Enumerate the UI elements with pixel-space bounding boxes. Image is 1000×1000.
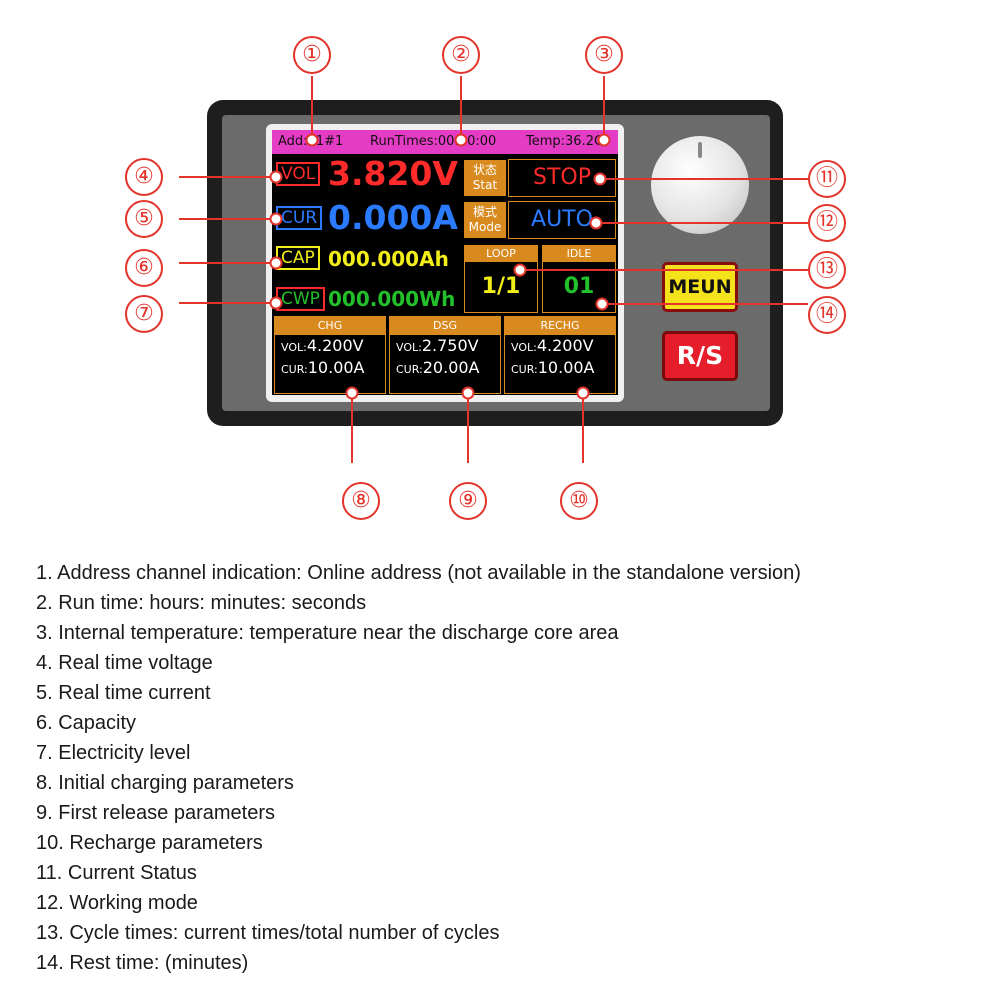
legend-item: 9. First release parameters xyxy=(36,802,275,824)
cwp-tag: CWP xyxy=(276,287,325,311)
legend-list: 1. Address channel indication: Online ad… xyxy=(36,558,801,978)
callout-12: ⑫ xyxy=(808,204,846,242)
callout-14: ⑭ xyxy=(808,296,846,334)
callout-2: ② xyxy=(442,36,480,74)
callout-7: ⑦ xyxy=(125,295,163,333)
loop-value: 1/1 xyxy=(481,274,521,299)
chg-label: CHG xyxy=(275,317,385,335)
loop-box: LOOP 1/1 xyxy=(464,245,538,313)
address-indicator: Add:01#1 xyxy=(278,134,344,149)
idle-box: IDLE 01 xyxy=(542,245,616,313)
dsg-current: 20.00A xyxy=(422,358,480,377)
vol-tag: VOL xyxy=(276,162,321,186)
legend-item: 6. Capacity xyxy=(36,712,137,734)
chg-params: CHG VOL:4.200V CUR:10.00A xyxy=(274,316,386,394)
status-value: STOP xyxy=(508,159,616,197)
chg-current: 10.00A xyxy=(307,358,365,377)
knob-marker xyxy=(698,142,702,158)
rechg-label: RECHG xyxy=(505,317,615,335)
rotary-knob[interactable] xyxy=(651,136,749,234)
realtime-voltage: 3.820V xyxy=(328,154,458,193)
legend-item: 13. Cycle times: current times/total num… xyxy=(36,922,500,944)
status-top-bar: Add:01#1 RunTimes:00:00:00 Temp:36.2C xyxy=(272,130,618,154)
legend-item: 3. Internal temperature: temperature nea… xyxy=(36,622,619,644)
temperature-indicator: Temp:36.2C xyxy=(526,134,604,149)
callout-3: ③ xyxy=(585,36,623,74)
loop-label: LOOP xyxy=(465,246,537,262)
rechg-current: 10.00A xyxy=(537,358,595,377)
idle-label: IDLE xyxy=(543,246,615,262)
legend-item: 7. Electricity level xyxy=(36,742,191,764)
lcd-screen: Add:01#1 RunTimes:00:00:00 Temp:36.2C VO… xyxy=(272,130,618,395)
dsg-voltage: 2.750V xyxy=(421,336,479,355)
runtime-indicator: RunTimes:00:00:00 xyxy=(370,134,497,149)
stat-label: 状态 Stat xyxy=(464,160,506,196)
legend-item: 14. Rest time: (minutes) xyxy=(36,952,249,974)
meun-button[interactable]: MEUN xyxy=(662,262,738,312)
callout-9: ⑨ xyxy=(449,482,487,520)
dsg-params: DSG VOL:2.750V CUR:20.00A xyxy=(389,316,501,394)
rechg-voltage: 4.200V xyxy=(536,336,594,355)
idle-value: 01 xyxy=(563,274,595,299)
callout-1: ① xyxy=(293,36,331,74)
legend-item: 1. Address channel indication: Online ad… xyxy=(36,562,801,584)
callout-13: ⑬ xyxy=(808,251,846,289)
cap-tag: CAP xyxy=(276,246,320,270)
legend-item: 11. Current Status xyxy=(36,862,197,884)
legend-item: 10. Recharge parameters xyxy=(36,832,263,854)
mode-label: 模式 Mode xyxy=(464,202,506,238)
cur-tag: CUR xyxy=(276,206,323,230)
callout-11: ⑪ xyxy=(808,160,846,198)
energy-value: 000.000Wh xyxy=(328,287,456,311)
legend-item: 2. Run time: hours: minutes: seconds xyxy=(36,592,367,614)
legend-item: 5. Real time current xyxy=(36,682,211,704)
chg-voltage: 4.200V xyxy=(306,336,364,355)
realtime-current: 0.000A xyxy=(328,198,458,237)
rechg-params: RECHG VOL:4.200V CUR:10.00A xyxy=(504,316,616,394)
mode-value: AUTO xyxy=(508,201,616,239)
callout-8: ⑧ xyxy=(342,482,380,520)
callout-10: ⑩ xyxy=(560,482,598,520)
legend-item: 8. Initial charging parameters xyxy=(36,772,294,794)
run-stop-button[interactable]: R/S xyxy=(662,331,738,381)
callout-5: ⑤ xyxy=(125,200,163,238)
callout-4: ④ xyxy=(125,158,163,196)
capacity-value: 000.000Ah xyxy=(328,247,449,271)
callout-6: ⑥ xyxy=(125,249,163,287)
legend-item: 4. Real time voltage xyxy=(36,652,213,674)
dsg-label: DSG xyxy=(390,317,500,335)
legend-item: 12. Working mode xyxy=(36,892,198,914)
